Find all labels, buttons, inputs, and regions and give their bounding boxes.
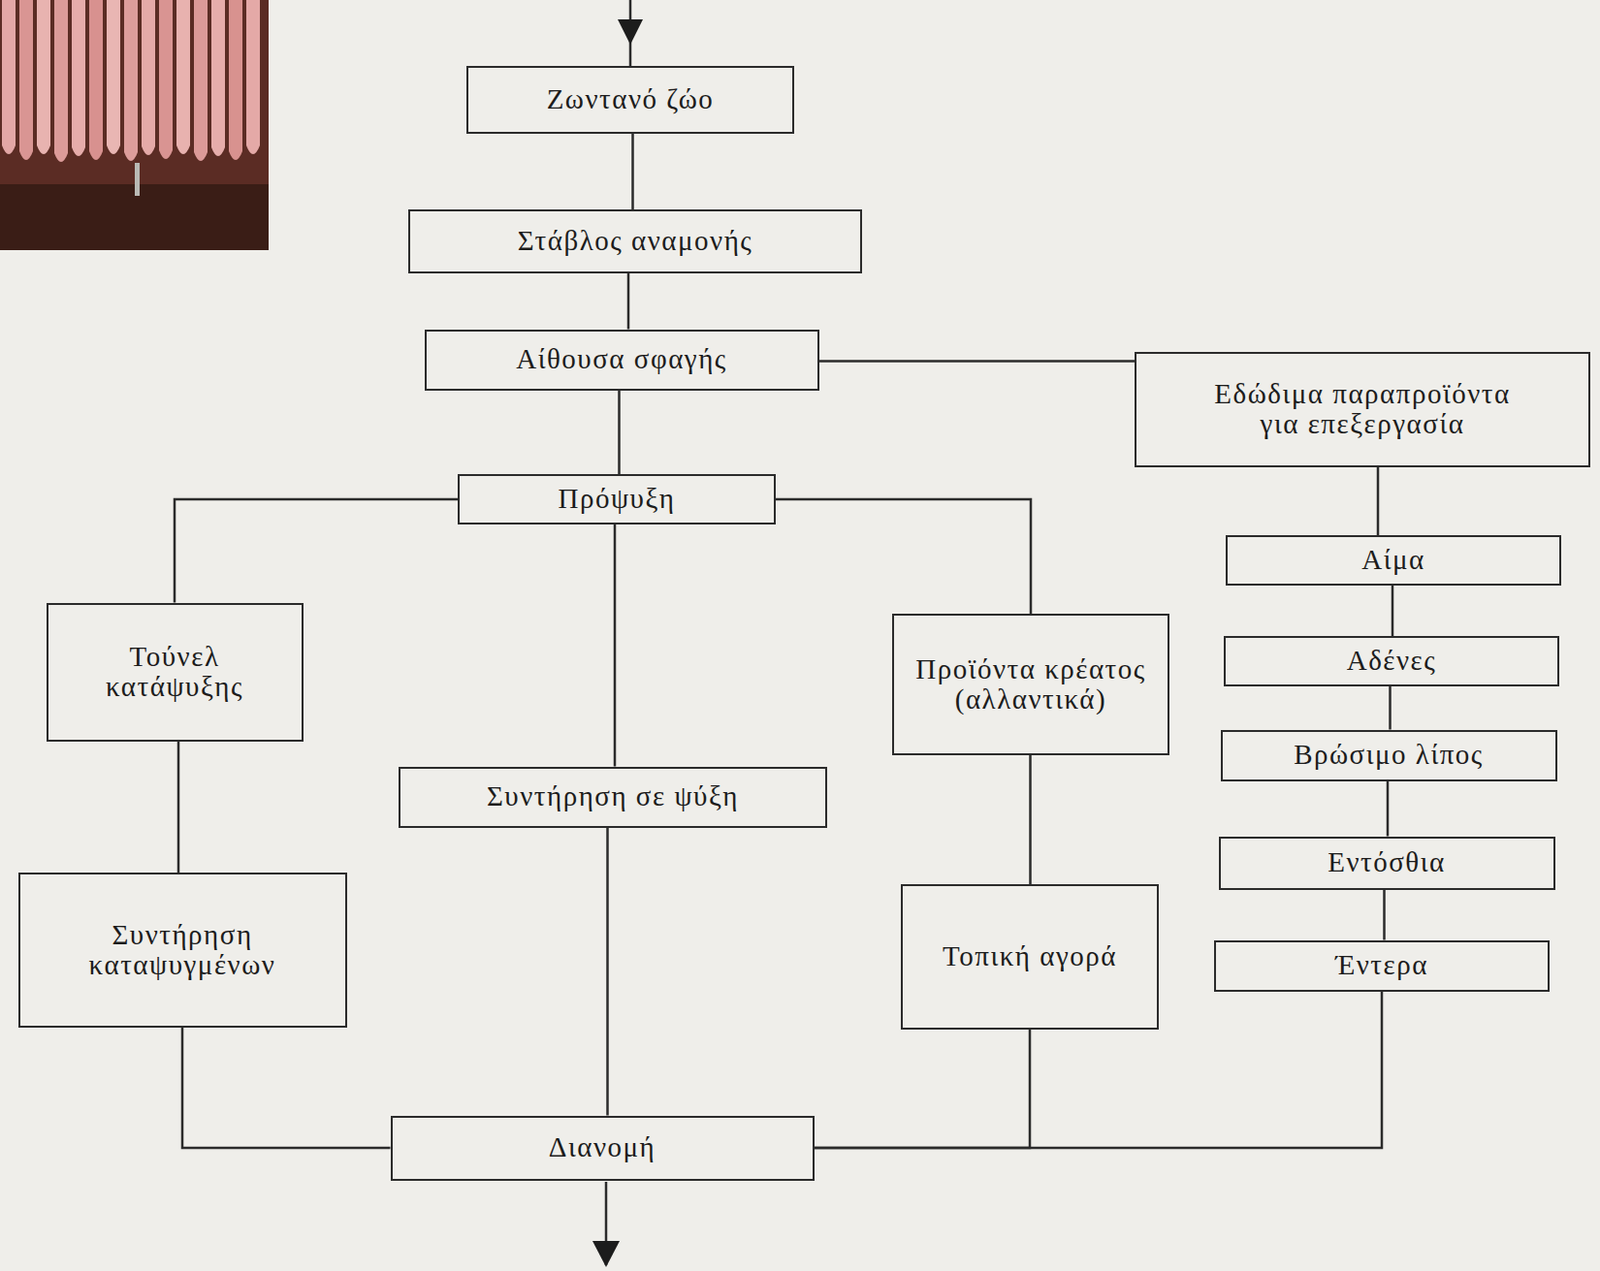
box-label: Συντήρηση σε ψύξη bbox=[486, 781, 739, 812]
process-box: Αίθουσα σφαγής bbox=[424, 329, 820, 391]
box-label: Συντήρηση καταψυγμένων bbox=[36, 920, 328, 982]
flow-connector bbox=[617, 390, 621, 476]
flow-connector bbox=[1388, 686, 1392, 731]
box-label: Τούνελ κατάψυξης bbox=[77, 641, 272, 704]
flow-connector bbox=[182, 1027, 391, 1149]
photo-pole bbox=[134, 162, 140, 196]
process-box: Πρόψυξη bbox=[457, 474, 776, 525]
flow-connector bbox=[819, 359, 1136, 363]
box-label: Αδένες bbox=[1346, 645, 1438, 676]
process-box: Ζωντανό ζώο bbox=[466, 65, 795, 134]
flow-connector bbox=[606, 828, 609, 1117]
box-label: Πρόψυξη bbox=[557, 483, 675, 514]
flow-connector bbox=[775, 499, 1031, 614]
process-box: Αίμα bbox=[1225, 535, 1562, 586]
box-label: Τοπική αγορά bbox=[942, 941, 1118, 972]
box-label: Στάβλος αναμονής bbox=[517, 225, 754, 256]
box-label: Ζωντανό ζώο bbox=[546, 84, 715, 115]
flow-connector bbox=[814, 1029, 1031, 1149]
flow-connector bbox=[631, 133, 635, 210]
process-box: Τοπική αγορά bbox=[900, 884, 1159, 1030]
box-label: Αίθουσα σφαγής bbox=[515, 344, 728, 375]
process-box: Συντήρηση καταψυγμένων bbox=[18, 872, 348, 1028]
flow-connector bbox=[174, 499, 458, 604]
carcass-photo bbox=[0, 0, 269, 251]
flow-connector bbox=[1028, 755, 1032, 885]
flow-connector bbox=[613, 524, 617, 768]
process-box: Έντερα bbox=[1214, 940, 1550, 992]
process-box: Προϊόντα κρέατος (αλλαντικά) bbox=[892, 613, 1170, 756]
flow-connector bbox=[627, 273, 631, 330]
exit-arrowhead bbox=[592, 1241, 620, 1268]
process-box: Αδένες bbox=[1223, 636, 1560, 687]
box-label: Εντόσθια bbox=[1327, 847, 1446, 878]
box-label: Προϊόντα κρέατος (αλλαντικά) bbox=[909, 654, 1152, 716]
entry-arrowhead bbox=[617, 19, 643, 45]
process-box: Εδώδιμα παραπροϊόντα για επεξεργασία bbox=[1134, 352, 1591, 468]
process-box: Συντήρηση σε ψύξη bbox=[398, 767, 828, 829]
box-label: Εδώδιμα παραπροϊόντα για επεξεργασία bbox=[1202, 379, 1523, 441]
box-label: Διανομή bbox=[548, 1132, 656, 1163]
flow-connector bbox=[1382, 890, 1386, 941]
photo-floor bbox=[0, 184, 269, 251]
flow-connector bbox=[1376, 467, 1380, 537]
flow-connector bbox=[1391, 585, 1395, 637]
hanging-carcasses bbox=[1, 0, 260, 162]
flow-connector bbox=[1386, 781, 1390, 837]
photo-ground bbox=[0, 0, 269, 251]
box-label: Βρώσιμο λίπος bbox=[1293, 739, 1484, 770]
process-box: Τούνελ κατάψυξης bbox=[46, 603, 304, 742]
flow-connector bbox=[177, 741, 181, 874]
box-label: Έντερα bbox=[1335, 950, 1429, 981]
process-box: Διανομή bbox=[390, 1116, 815, 1182]
box-label: Αίμα bbox=[1361, 544, 1426, 576]
process-box: Βρώσιμο λίπος bbox=[1220, 730, 1558, 782]
process-box: Στάβλος αναμονής bbox=[408, 209, 863, 274]
process-box: Εντόσθια bbox=[1218, 836, 1556, 891]
